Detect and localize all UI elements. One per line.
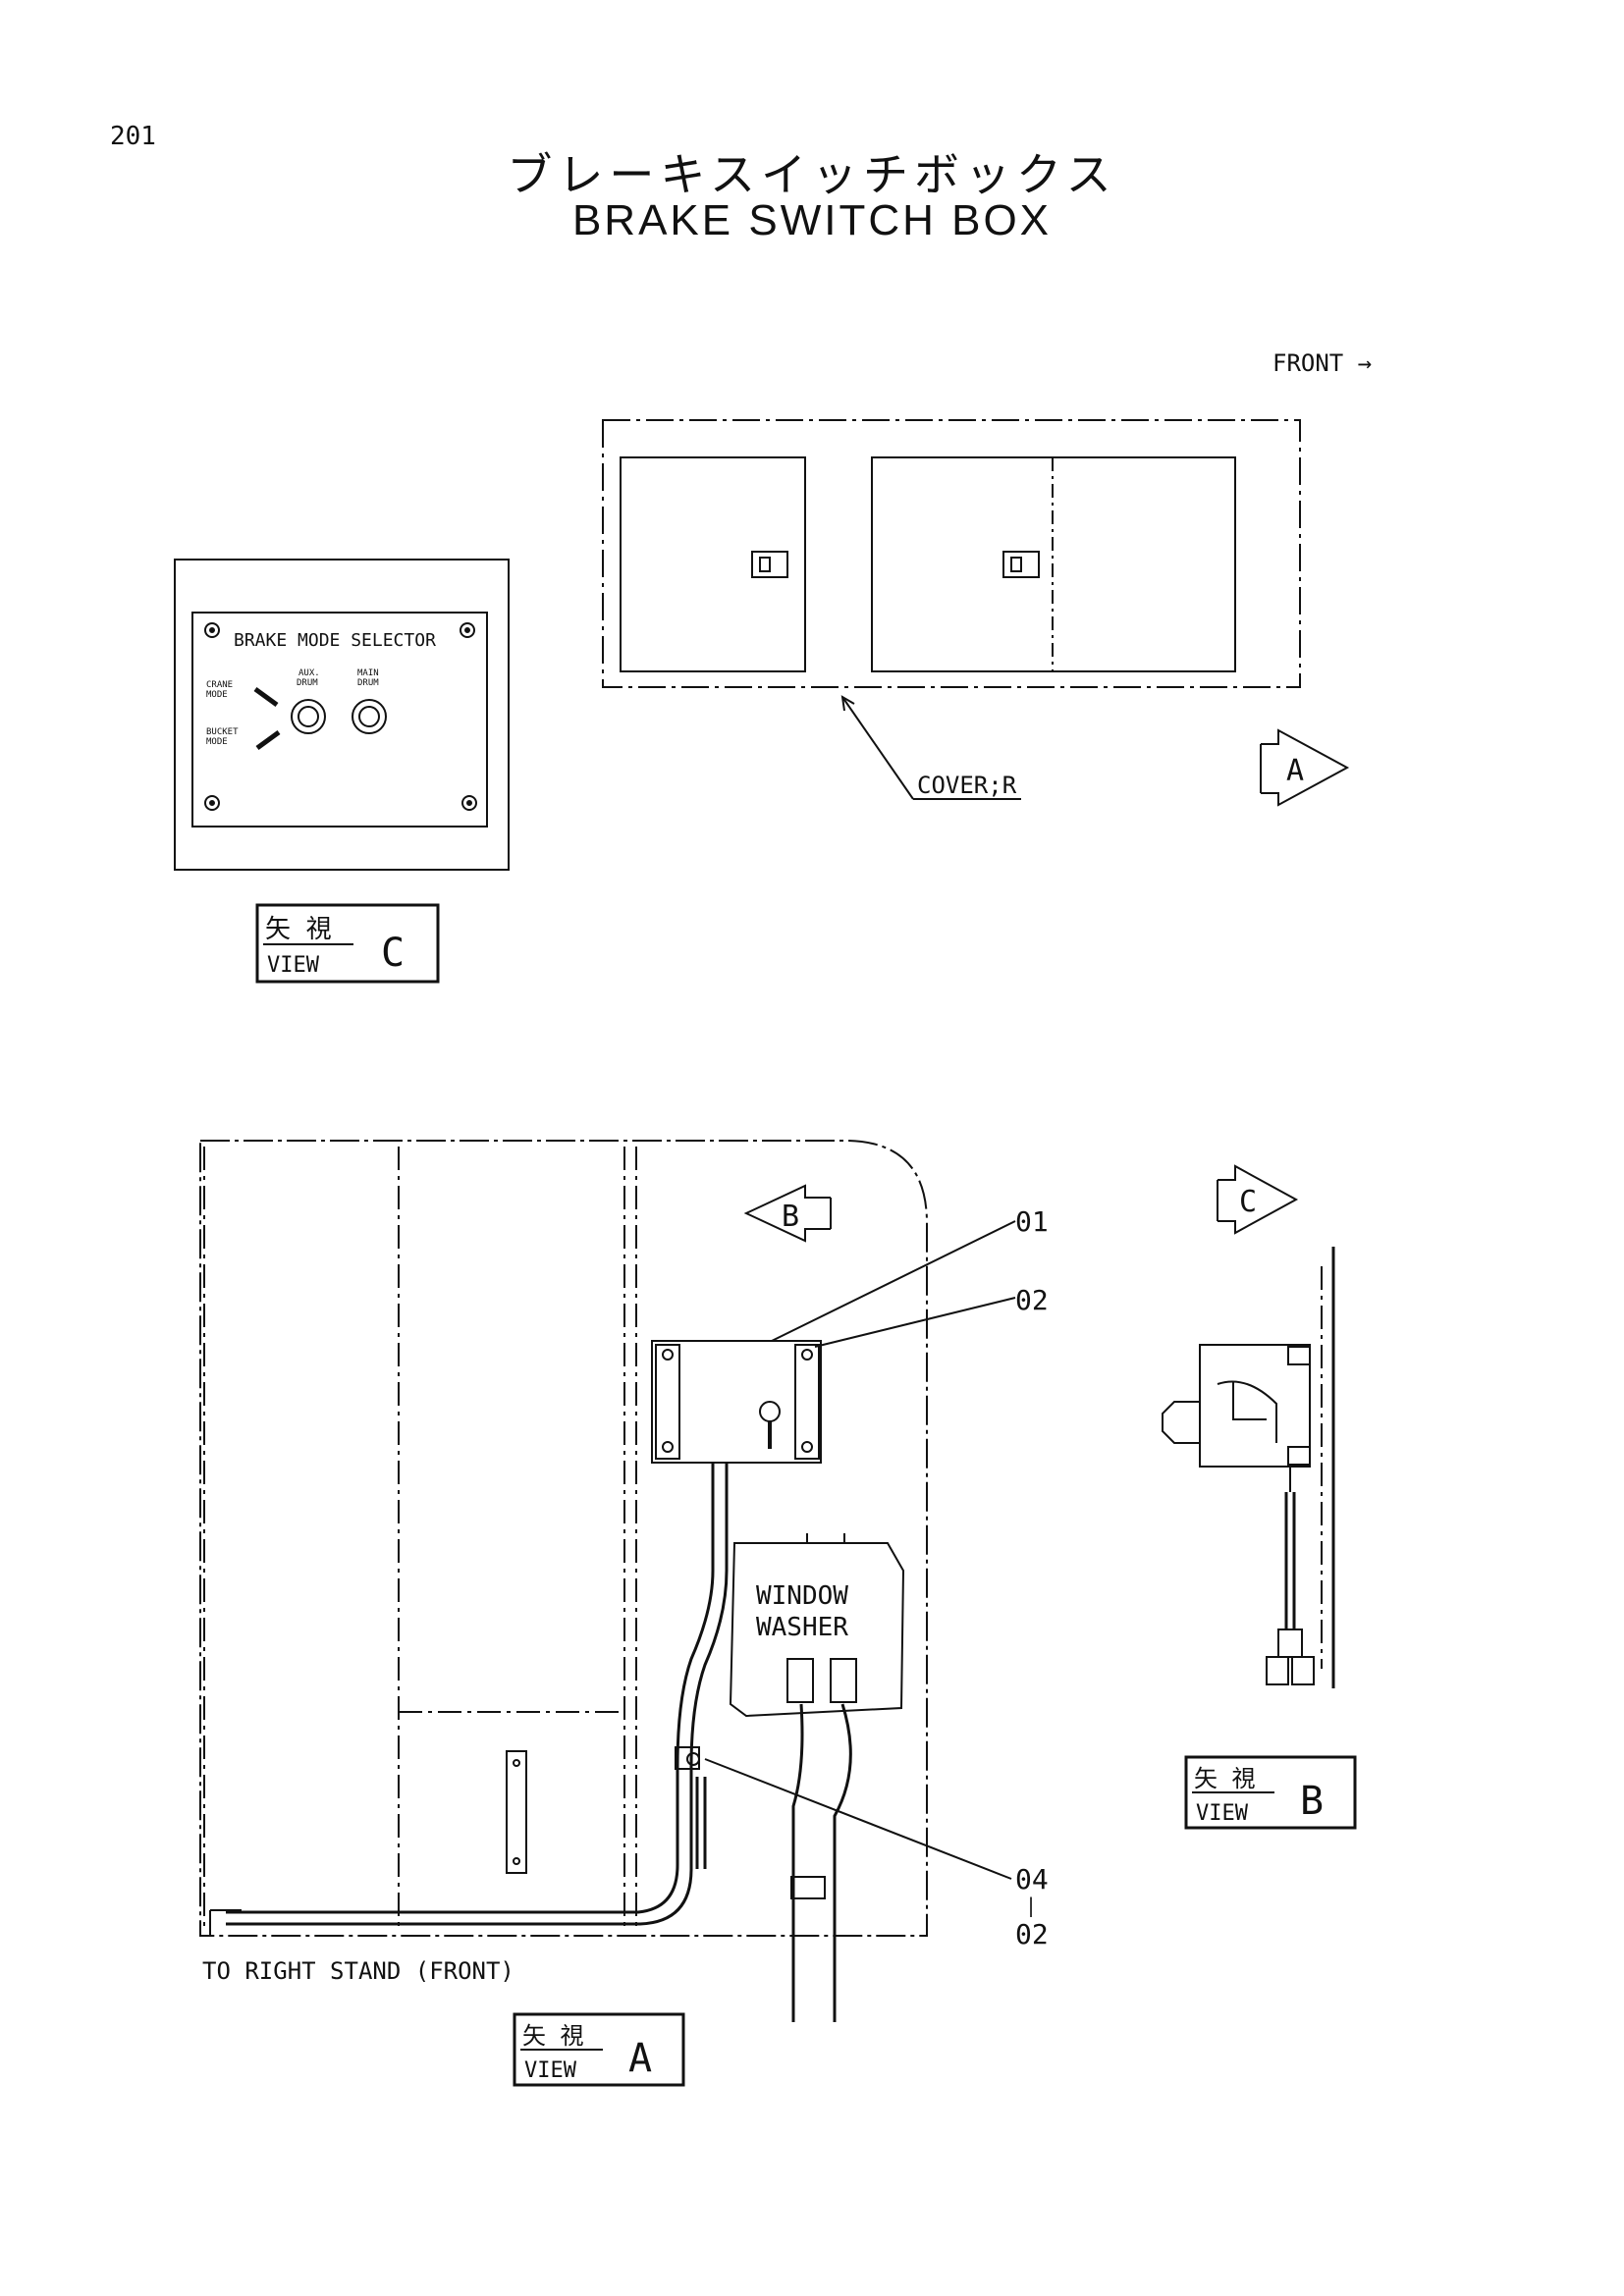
title-japanese: ブレーキスイッチボックス xyxy=(507,148,1117,201)
view-b-arrow-letter: B xyxy=(782,1200,799,1234)
view-a-label: 矢 視 VIEW A xyxy=(513,2012,685,2087)
view-c-label: 矢 視 VIEW C xyxy=(255,903,440,984)
bucket-mode-label-1: BUCKET xyxy=(206,727,239,737)
view-a-drawing: WINDOW WASHER B 01 02 04 | 02 TO RIGHT S… xyxy=(199,1140,1049,2022)
view-c-arrow-letter: C xyxy=(1239,1185,1257,1219)
main-drum-label-1: MAIN xyxy=(357,668,379,678)
cover-r-assembly: COVER;R xyxy=(602,419,1301,800)
front-label: FRONT → xyxy=(1272,349,1372,377)
view-c-letter: C xyxy=(381,931,405,976)
view-b-en: VIEW xyxy=(1196,1801,1249,1826)
callout-02-b: 02 xyxy=(1015,1918,1049,1950)
view-b-letter: B xyxy=(1300,1779,1324,1824)
bucket-mode-label-2: MODE xyxy=(206,737,228,747)
window-washer-line-2: WASHER xyxy=(756,1613,848,1642)
view-a-en: VIEW xyxy=(524,2058,577,2083)
view-b-jp: 矢 視 xyxy=(1194,1765,1255,1792)
callout-04: 04 xyxy=(1015,1863,1049,1896)
crane-mode-label-2: MODE xyxy=(206,690,228,700)
view-a-arrow-letter: A xyxy=(1286,754,1304,788)
main-drum-label-2: DRUM xyxy=(357,678,379,688)
callout-02: 02 xyxy=(1015,1284,1049,1316)
window-washer-line-1: WINDOW xyxy=(756,1581,848,1611)
callout-01: 01 xyxy=(1015,1205,1049,1238)
view-b-drawing: C xyxy=(1162,1164,1335,1688)
aux-drum-label-1: AUX. xyxy=(298,668,320,678)
crane-mode-label-1: CRANE xyxy=(206,680,233,690)
page-number: 201 xyxy=(110,122,156,151)
view-a-letter: A xyxy=(628,2036,652,2081)
cover-label: COVER;R xyxy=(917,772,1017,799)
aux-drum-label-2: DRUM xyxy=(297,678,318,688)
title-english: BRAKE SWITCH BOX xyxy=(571,196,1053,244)
callout-dash: | xyxy=(1025,1894,1037,1917)
view-b-label: 矢 視 VIEW B xyxy=(1184,1755,1357,1830)
view-c-jp: 矢 視 xyxy=(265,915,332,944)
to-right-stand-label: TO RIGHT STAND (FRONT) xyxy=(202,1957,514,1985)
brake-mode-selector-panel: BRAKE MODE SELECTOR CRANE MODE BUCKET MO… xyxy=(174,559,510,871)
view-a-jp: 矢 視 xyxy=(522,2022,583,2050)
view-c-en: VIEW xyxy=(267,953,320,978)
selector-title: BRAKE MODE SELECTOR xyxy=(234,630,436,651)
view-a-arrow: A xyxy=(1260,728,1350,807)
